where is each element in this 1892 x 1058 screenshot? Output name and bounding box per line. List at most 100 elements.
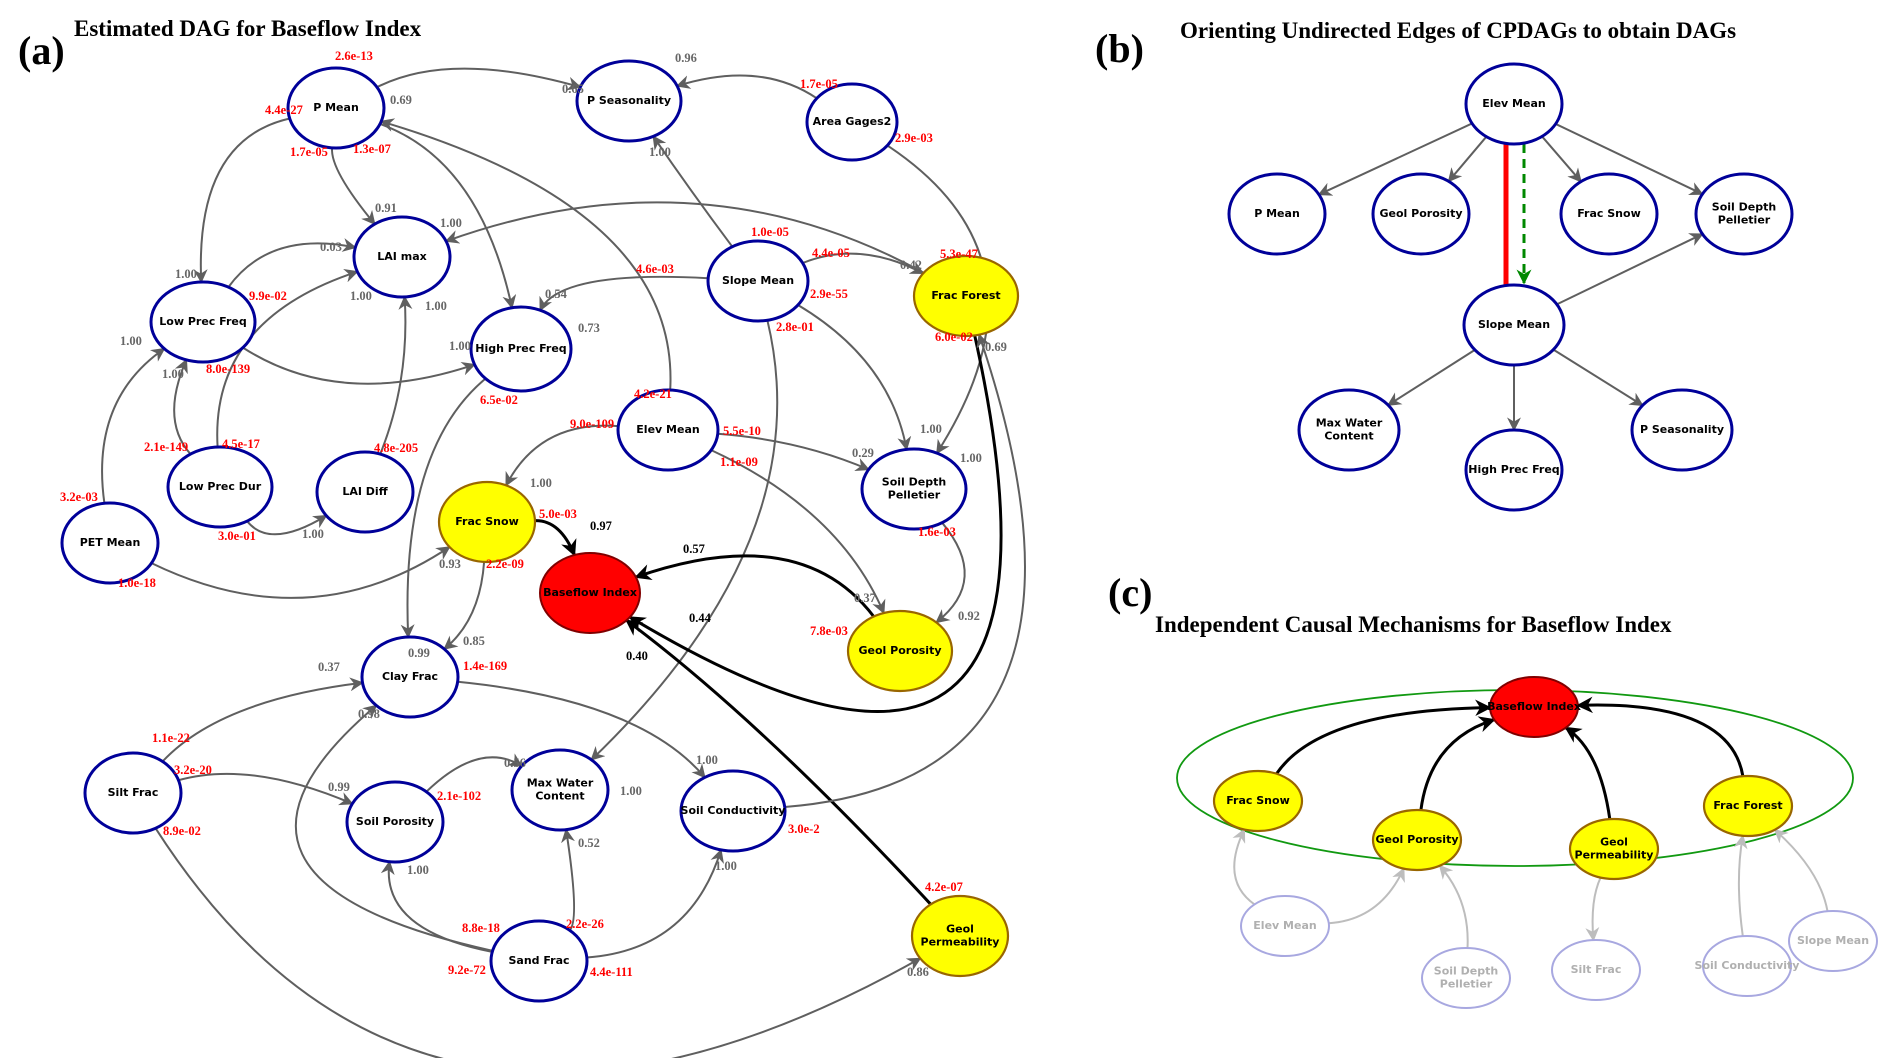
node-laimax-shape xyxy=(352,215,452,299)
node-b-pmean-shape xyxy=(1227,172,1327,256)
node-c-slope-label: Slope Mean xyxy=(1797,934,1869,947)
node-b-elev: Elev Mean xyxy=(1464,62,1564,146)
node-b-slope-label: Slope Mean xyxy=(1478,318,1550,331)
edge-pet-to-snow xyxy=(151,546,451,599)
node-laidiff-label: LAI Diff xyxy=(342,485,387,498)
edge-elev-to-geolpor xyxy=(710,449,886,615)
node-hpf: High Prec Freq xyxy=(469,305,573,393)
edge-weight-label: 1.00 xyxy=(425,299,447,313)
node-slope-label: Slope Mean xyxy=(722,274,794,287)
node-b-pmean: P Mean xyxy=(1227,172,1327,256)
node-clay: Clay Frac xyxy=(360,635,460,719)
node-c-snow: Frac Snow xyxy=(1212,769,1304,833)
edge-weight-label: 1.00 xyxy=(530,476,552,490)
edge-slope-to-forest xyxy=(1773,828,1829,912)
edge-weight-label: 0.03 xyxy=(320,240,342,254)
node-soilcond: Soil Conductivity xyxy=(679,769,787,853)
node-c-snow-label: Frac Snow xyxy=(1226,794,1289,807)
edge-weight-label: 0.99 xyxy=(328,780,350,794)
edge-silt-to-soilpor xyxy=(178,772,354,806)
node-soilpor-shape xyxy=(345,780,445,864)
panel-b-header: (b) Orienting Undirected Edges of CPDAGs… xyxy=(1095,18,1736,71)
node-clay-shape xyxy=(360,635,460,719)
node-area-label: Area Gages2 xyxy=(813,115,892,128)
node-soilcond-label: Soil Conductivity xyxy=(681,804,786,817)
edge-pvalue-label: 1.1e-09 xyxy=(720,455,758,469)
node-lpf-label: Low Prec Freq xyxy=(159,315,246,328)
edge-weight-label: 1.00 xyxy=(175,267,197,281)
node-c-sdp-label: Soil Depth xyxy=(1434,965,1498,978)
node-silt-shape xyxy=(83,751,183,835)
edge-silt-to-geolperm xyxy=(154,827,922,1058)
edge-geolperm-to-silt xyxy=(1585,877,1602,942)
node-area: Area Gages2 xyxy=(805,82,899,162)
edge-pvalue-label: 1.1e-22 xyxy=(152,731,190,745)
edge-weight-label: 0.93 xyxy=(439,557,461,571)
edge-pvalue-label: 2.1e-149 xyxy=(144,440,188,454)
edge-soilpor-to-mwc xyxy=(425,753,523,793)
node-pet-shape xyxy=(60,501,160,585)
edge-slope-to-pseas xyxy=(1552,348,1644,407)
edge-pvalue-label: 7.8e-03 xyxy=(810,624,848,638)
node-geolperm-label: Geol xyxy=(946,923,974,936)
edge-weight-label: 0.52 xyxy=(578,836,600,850)
edge-pvalue-label: 2.1e-102 xyxy=(437,789,481,803)
edge-elev-to-snow xyxy=(1232,828,1256,906)
node-c-sdp-shape xyxy=(1421,947,1511,1009)
edge-pvalue-label: 5.3e-47 xyxy=(940,247,978,261)
node-snow-label: Frac Snow xyxy=(455,515,518,528)
edge-elev-to-pmean xyxy=(1317,122,1473,196)
edge-weight-label: 0.96 xyxy=(675,51,697,65)
node-mwc-shape xyxy=(510,748,610,832)
node-c-slope-shape xyxy=(1788,910,1878,972)
node-laidiff: LAI Diff xyxy=(315,450,415,534)
edge-slope-to-pseas xyxy=(652,135,734,248)
edge-weight-label: 1.00 xyxy=(302,527,324,541)
edge-pvalue-label: 5.5e-10 xyxy=(723,424,761,438)
edge-snow-to-bfi xyxy=(534,519,577,557)
edge-pvalue-label: 3.0e-01 xyxy=(218,529,256,543)
node-pet: PET Mean xyxy=(60,501,160,585)
node-bfi: Baseflow Index xyxy=(539,552,641,634)
node-c-sdp-label: Pelletier xyxy=(1440,978,1493,991)
edge-sdp-to-geolpor xyxy=(1438,864,1469,949)
edge-elev-to-geolpor xyxy=(1328,867,1405,925)
panel-a-header: (a) Estimated DAG for Baseflow Index xyxy=(18,16,422,73)
edge-pmean-to-laimax xyxy=(331,147,376,226)
node-pet-label: PET Mean xyxy=(80,536,141,549)
edge-weight-label: 1.00 xyxy=(350,289,372,303)
node-bfi-label: Baseflow Index xyxy=(543,586,637,599)
edge-sand-to-soilcond xyxy=(586,848,724,959)
edge-pvalue-label: 4.2e-21 xyxy=(634,387,672,401)
edge-weight-label: 0.99 xyxy=(408,646,430,660)
node-geolpor-shape xyxy=(846,609,954,693)
edge-pvalue-label: 2.2e-09 xyxy=(486,557,524,571)
node-lpd-label: Low Prec Dur xyxy=(179,480,262,493)
node-c-forest: Frac Forest xyxy=(1702,774,1794,838)
node-silt-label: Silt Frac xyxy=(108,786,159,799)
edge-pvalue-label: 1.0e-05 xyxy=(751,225,789,239)
edge-slope-to-sdp xyxy=(1556,233,1704,306)
edge-pvalue-label: 8.8e-18 xyxy=(462,921,500,935)
edge-weight-label: 1.00 xyxy=(449,339,471,353)
node-geolperm-label: Permeability xyxy=(921,936,1000,949)
edge-elev-to-snow xyxy=(505,424,619,487)
node-c-forest-label: Frac Forest xyxy=(1713,799,1782,812)
node-b-pseas-label: P Seasonality xyxy=(1640,423,1724,436)
node-b-hpf: High Prec Freq xyxy=(1464,428,1564,512)
edge-sdp-to-geolpor xyxy=(935,522,966,624)
node-c-silt-label: Silt Frac xyxy=(1571,963,1622,976)
node-c-soilcond-label: Soil Conductivity xyxy=(1695,959,1800,972)
node-elev-label: Elev Mean xyxy=(636,423,699,436)
edge-weight-label: 1.00 xyxy=(120,334,142,348)
edge-snow-to-clay xyxy=(443,561,486,650)
